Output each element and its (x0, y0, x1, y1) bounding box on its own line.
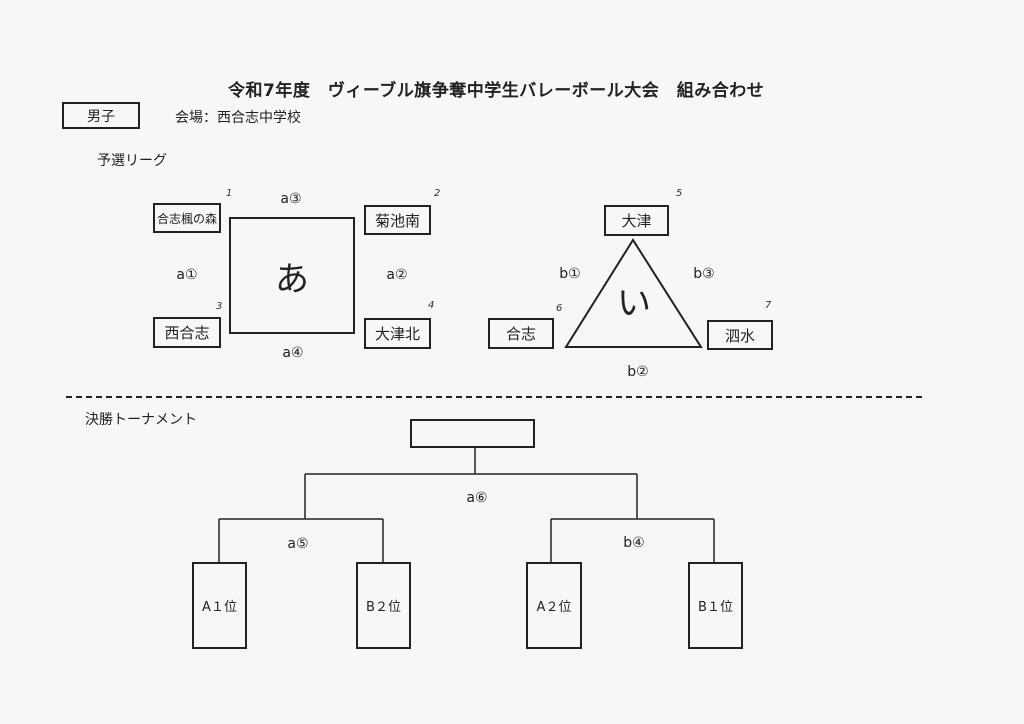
team-number: 7 (765, 300, 772, 311)
team-box: 大津北 (364, 318, 431, 349)
group-b-triangle (564, 238, 703, 348)
match-label: b① (559, 266, 581, 282)
match-label: b② (627, 364, 649, 380)
tournament-heading: 決勝トーナメント (85, 412, 197, 428)
seed-slot: B１位 (688, 562, 743, 649)
venue: 会場：西合志中学校 (175, 110, 301, 126)
group-b-name: い (617, 283, 651, 324)
champion-box (410, 419, 535, 448)
seed-slot: A１位 (192, 562, 247, 649)
page-title: 令和7年度 ヴィーブル旗争奪中学生バレーボール大会 組み合わせ (228, 81, 765, 101)
team-number: 5 (676, 188, 683, 199)
group-a-name: あ (275, 259, 309, 300)
tournament-lines (218, 447, 715, 562)
match-label: a⑥ (466, 490, 488, 506)
division-badge: 男子 (62, 102, 140, 129)
match-label: a⑤ (287, 536, 309, 552)
seed-slot: A２位 (526, 562, 582, 649)
team-box: 西合志 (153, 317, 221, 348)
match-label: b③ (693, 266, 715, 282)
team-number: 2 (434, 188, 441, 199)
match-label: a① (176, 267, 198, 283)
team-box: 泗水 (707, 320, 773, 350)
match-label: a④ (282, 345, 304, 361)
team-box: 合志 (488, 318, 554, 349)
group-a-square (229, 217, 355, 334)
match-label: b④ (623, 535, 645, 551)
team-box: 菊池南 (364, 205, 431, 235)
match-label: a③ (280, 191, 302, 207)
seed-slot: B２位 (356, 562, 411, 649)
team-number: 6 (556, 303, 563, 314)
team-number: 3 (216, 301, 223, 312)
match-label: a② (386, 267, 408, 283)
team-box: 大津 (604, 205, 669, 236)
team-number: 4 (428, 300, 435, 311)
team-box: 合志楓の森 (153, 203, 221, 233)
league-heading: 予選リーグ (97, 153, 167, 169)
team-number: 1 (226, 188, 233, 199)
